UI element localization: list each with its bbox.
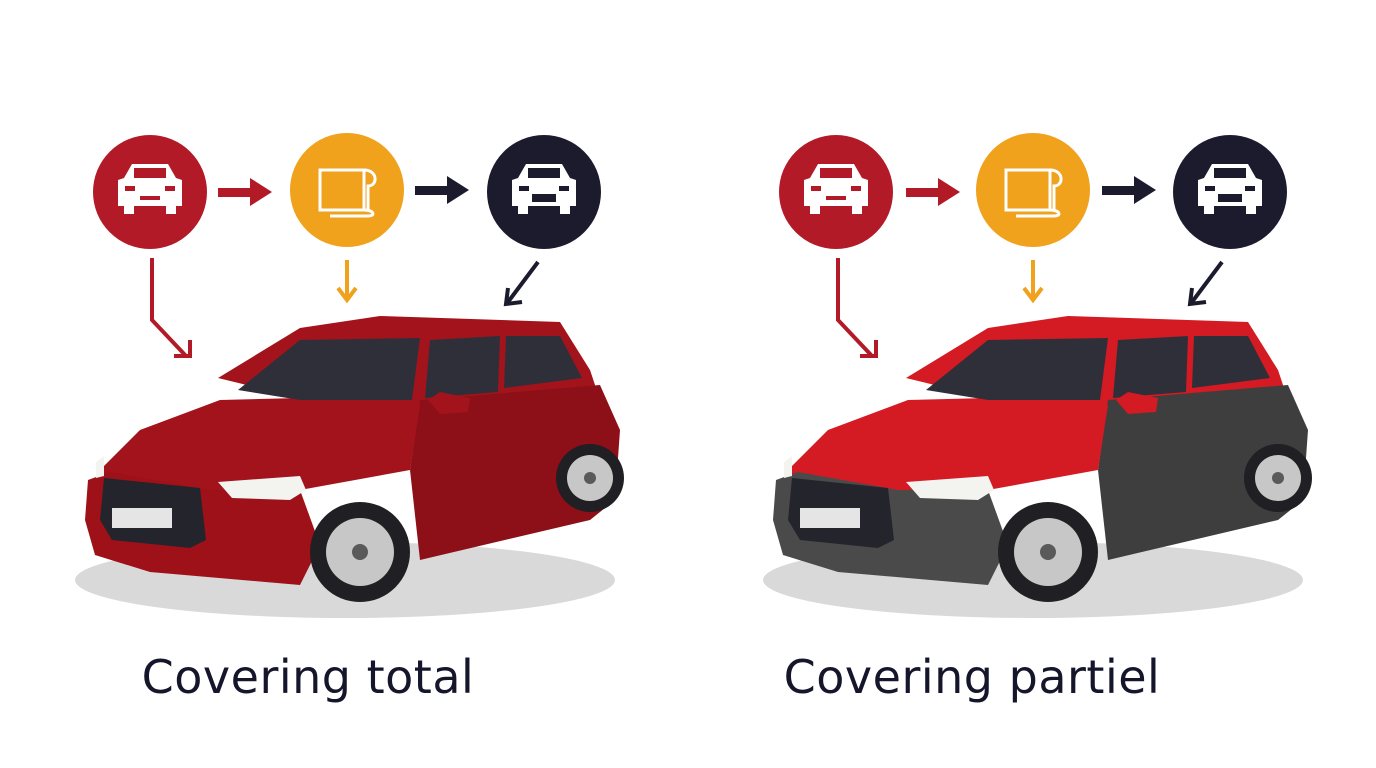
pointer-arrow-orange (336, 260, 358, 304)
step-arrow-1 (906, 178, 960, 206)
panel-covering-partiel: Covering partiel (688, 0, 1376, 768)
covering-total-illustration (75, 133, 624, 618)
step-2-circle (976, 133, 1090, 247)
pointer-arrow-red (150, 258, 192, 358)
step-1-circle (93, 135, 207, 249)
vinyl-roll-icon (318, 168, 377, 218)
caption-covering-partiel: Covering partiel (783, 650, 1161, 704)
covering-partiel-illustration (763, 133, 1312, 618)
car-front-icon (512, 164, 576, 214)
car-front-icon (118, 164, 182, 214)
step-arrow-2 (415, 176, 469, 204)
step-2-circle (290, 133, 404, 247)
caption-covering-total: Covering total (141, 650, 475, 704)
step-1-circle (779, 135, 893, 249)
pointer-arrow-dark (503, 260, 540, 307)
step-3-circle (487, 135, 601, 249)
step-3-circle (1173, 135, 1287, 249)
car-illustration (75, 316, 624, 618)
panel-covering-total: Covering total (75, 133, 624, 704)
car-illustration (763, 316, 1312, 618)
car-front-icon (804, 164, 868, 214)
vinyl-roll-icon (1004, 168, 1063, 218)
pointer-arrow-dark (1187, 260, 1224, 307)
step-arrow-2 (1102, 176, 1156, 204)
car-front-icon (1198, 164, 1262, 214)
pointer-arrow-orange (1022, 260, 1044, 304)
pointer-arrow-red (836, 258, 878, 358)
step-arrow-1 (218, 178, 272, 206)
